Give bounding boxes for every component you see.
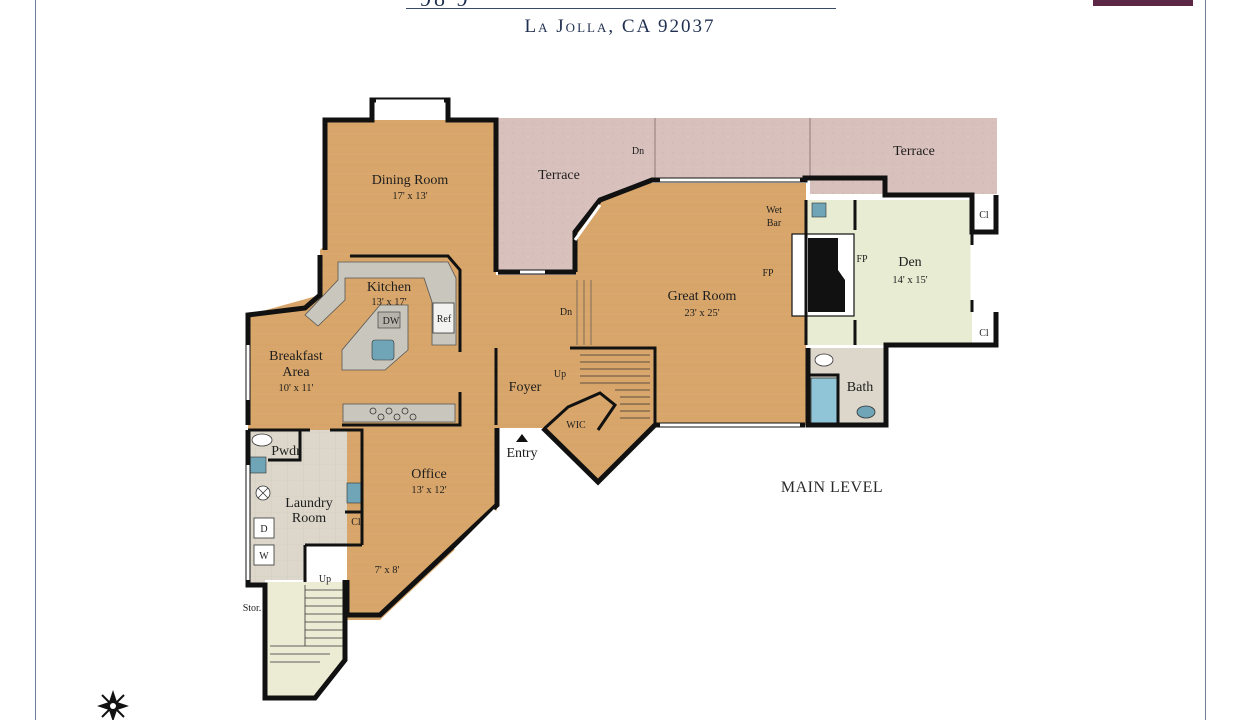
dishwasher xyxy=(377,311,401,329)
dishwasher-label: DW xyxy=(383,316,400,327)
pwdr-sink xyxy=(249,456,267,474)
breakfast-area-name-2: Area xyxy=(282,365,310,380)
terrace-right-name: Terrace xyxy=(893,144,935,159)
powder-room-name: Pwdr xyxy=(271,444,301,459)
entry-arrow-icon xyxy=(516,434,528,442)
frame-line-right xyxy=(1205,0,1206,720)
entry-label: Entry xyxy=(506,446,537,461)
office-closet-label: Cl xyxy=(351,517,361,528)
bath-toilet xyxy=(814,353,834,367)
property-address: La Jolla, CA 92037 xyxy=(524,16,716,37)
den-name: Den xyxy=(898,255,921,270)
foyer-name: Foyer xyxy=(509,380,542,395)
den-closet-top-label: Cl xyxy=(979,210,989,221)
wet-bar-label-2: Bar xyxy=(767,218,782,229)
terrace-top-floor xyxy=(650,118,810,178)
wet-bar-sink xyxy=(811,202,827,218)
windows xyxy=(246,99,974,580)
level-label: MAIN LEVEL xyxy=(780,479,884,496)
wic-label: WIC xyxy=(566,420,586,431)
fireplace-core xyxy=(808,238,845,312)
lower-stairs xyxy=(270,585,343,663)
laundry-sink xyxy=(346,482,362,504)
office-name: Office xyxy=(411,467,447,482)
dn-stair-mid xyxy=(576,280,592,345)
great-room-dim: 23' x 25' xyxy=(684,308,719,319)
kitchen-dim: 13' x 17' xyxy=(371,297,406,308)
dining-room-name: Dining Room xyxy=(372,173,449,188)
bath-sink xyxy=(856,405,876,419)
dryer xyxy=(253,517,275,539)
kitchen-sink xyxy=(371,339,395,361)
dryer-label: D xyxy=(260,524,267,535)
laundry-room-name: Laundry xyxy=(285,496,332,511)
wet-bar-label-1: Wet xyxy=(766,205,782,216)
small-room-dim: 7' x 8' xyxy=(375,565,400,576)
range-burners xyxy=(369,407,417,421)
terrace-right-floor xyxy=(810,118,997,194)
header-title-fragment: 98 9 xyxy=(420,0,471,10)
stair-lower-floor xyxy=(267,582,345,698)
laundry-room-name-2: Room xyxy=(292,511,326,526)
fireplace-label-left: FP xyxy=(762,268,774,279)
shower xyxy=(810,377,838,425)
washer-label: W xyxy=(259,551,269,562)
refrigerator xyxy=(432,302,455,334)
stair-up-label: Up xyxy=(554,369,566,380)
foyer-dn-label: Dn xyxy=(560,307,572,318)
brand-tab xyxy=(1093,0,1193,6)
bath-name: Bath xyxy=(847,380,873,395)
great-room-name: Great Room xyxy=(668,289,737,304)
lower-stair-up-label: Up xyxy=(319,574,331,585)
pwdr-toilet xyxy=(251,433,273,447)
den-closet-bottom-label: Cl xyxy=(979,328,989,339)
wood-floor-main xyxy=(248,120,806,620)
main-stairs xyxy=(580,354,650,419)
breakfast-area-name: Breakfast xyxy=(269,349,323,364)
refrigerator-label: Ref xyxy=(437,314,452,325)
dining-room-dim: 17' x 13' xyxy=(392,191,427,202)
interior-walls xyxy=(248,200,974,582)
terrace-dn-label: Dn xyxy=(632,146,644,157)
kitchen-counter-upper xyxy=(304,261,457,346)
fireplace-label-right: FP xyxy=(856,254,868,265)
office-dim: 13' x 12' xyxy=(411,485,446,496)
storage-label: Stor. xyxy=(243,603,262,614)
compass-icon xyxy=(97,690,129,720)
den-dim: 14' x 15' xyxy=(892,275,927,286)
frame-line-left xyxy=(35,0,36,720)
header-rule xyxy=(406,8,836,9)
washer xyxy=(253,544,275,566)
breakfast-area-dim: 10' x 11' xyxy=(279,383,314,394)
terrace-left-name: Terrace xyxy=(538,168,580,183)
kitchen-name: Kitchen xyxy=(367,280,411,295)
